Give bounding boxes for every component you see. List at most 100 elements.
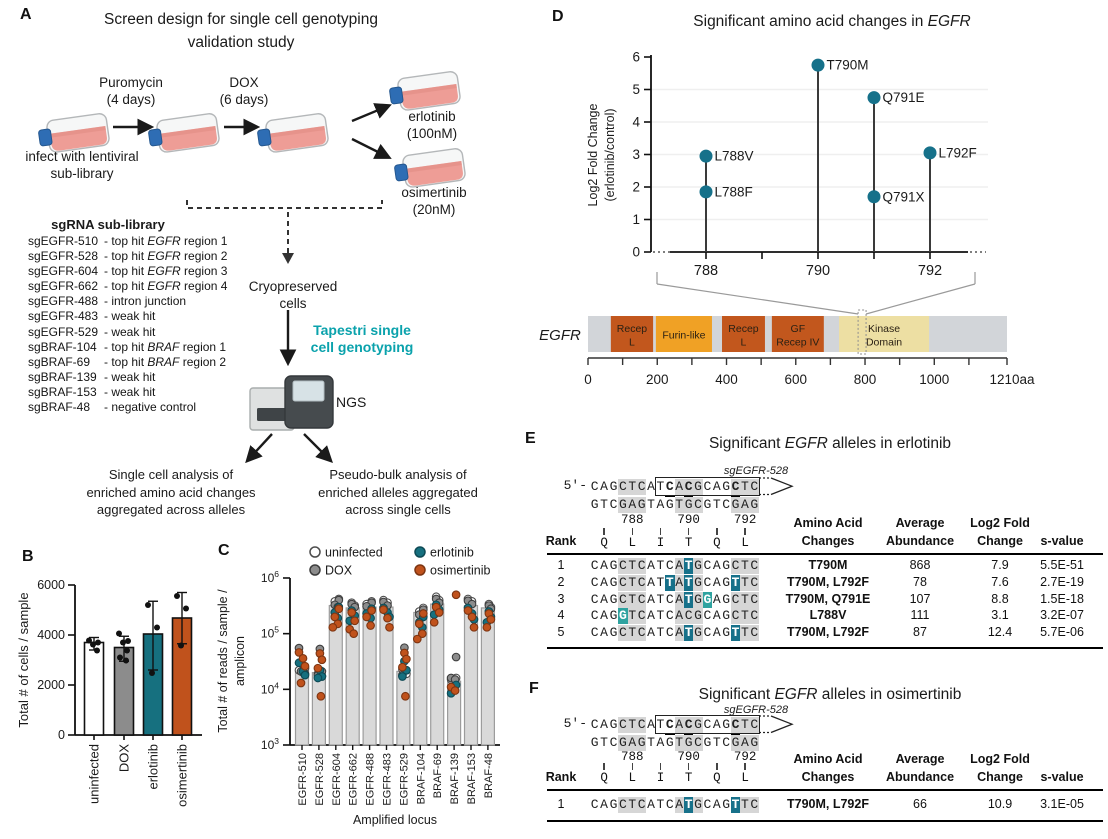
data-point-osimertinib <box>429 617 439 627</box>
sequence-char: A <box>600 479 608 494</box>
legend-label: erlotinib <box>430 546 474 560</box>
sequence-char: G <box>693 558 703 574</box>
sequence-char: T <box>674 735 684 751</box>
sequence-char: A <box>712 797 721 812</box>
x-tick-label: uninfected <box>87 744 102 804</box>
allele-rank: 1 <box>557 797 565 811</box>
allele-svalue: 3.2E-07 <box>1040 608 1084 622</box>
sequence-char: T <box>627 592 637 608</box>
sequence-char: C <box>722 497 731 512</box>
scale-label: 200 <box>646 372 669 387</box>
sequence-char: C <box>665 625 674 640</box>
sgrna-item: sgEGFR-510- top hit EGFR region 1 <box>28 234 228 248</box>
sequence-char: G <box>609 797 618 812</box>
sequence-char: C <box>703 608 712 623</box>
sequence-char: A <box>712 575 721 590</box>
lollipop-point-L788V <box>699 149 713 163</box>
data-point-erlotinib <box>398 672 407 681</box>
sgrna-item: sgEGFR-528- top hit EGFR region 2 <box>28 249 228 264</box>
sequence-char: C <box>590 479 599 494</box>
codon-tick <box>744 763 746 770</box>
sequence-char: A <box>600 797 608 812</box>
allele-rank: 2 <box>557 575 565 589</box>
allele-abundance: 107 <box>909 592 931 606</box>
y-tick-label: 4000 <box>37 628 65 642</box>
data-point-osimertinib <box>316 691 326 701</box>
y-tick-label: 3 <box>632 147 640 162</box>
scale-label: 600 <box>785 372 808 387</box>
sequence-char: G <box>693 625 703 641</box>
sequence-char: C <box>703 797 712 812</box>
sequence-char: C <box>683 608 694 624</box>
data-point <box>117 654 123 661</box>
scale-end-label: 1210aa <box>989 372 1035 387</box>
sequence-char: T <box>683 797 694 813</box>
amino-acid-letter: L <box>741 536 749 550</box>
sequence-char: C <box>636 797 647 813</box>
col-header-abundance: Average <box>895 516 945 530</box>
allele-svalue: 5.5E-51 <box>1040 558 1084 572</box>
five-prime-label: 5'- <box>563 716 587 731</box>
sequence-char: C <box>618 797 628 813</box>
allele-fold-change: 3.1 <box>991 608 1009 622</box>
x-tick-label: BRAF-104 <box>415 753 427 804</box>
panel-label-a: A <box>20 6 32 23</box>
sequence-char: G <box>636 497 647 513</box>
amino-acid-letter: Q <box>600 771 608 785</box>
sequence-char: A <box>647 558 655 573</box>
sequence-char: G <box>749 497 760 513</box>
sequence-char: T <box>740 797 750 813</box>
dox-step-label: DOX (6 days) <box>219 75 269 107</box>
point-label: L792F <box>939 145 977 160</box>
allele-fold-change: 10.9 <box>987 797 1013 811</box>
sequence-char: G <box>730 735 741 751</box>
col-header-changes: Amino Acid <box>793 752 863 766</box>
path-shape <box>268 125 325 138</box>
sequence-char: G <box>722 558 731 573</box>
data-point-osimertinib <box>463 606 473 615</box>
panel-label-b: B <box>22 548 34 565</box>
domain-label: Kinase <box>868 323 900 335</box>
sequence-char: C <box>665 608 674 623</box>
sequence-char: T <box>647 497 655 512</box>
codon-tick <box>716 528 718 535</box>
y-tick-label: 0 <box>632 245 640 260</box>
sequence-char: C <box>749 575 760 591</box>
allele-rank: 5 <box>557 625 565 639</box>
y-tick-label: 5 <box>632 82 640 97</box>
sequence-char: C <box>683 717 694 735</box>
amino-acid-letter: I <box>656 771 665 785</box>
lollipop-point-Q791X <box>867 190 881 204</box>
sequence-char: G <box>722 592 731 607</box>
sequence-char: C <box>590 625 599 640</box>
sequence-char: G <box>609 592 618 607</box>
y-tick-label: 103 <box>261 736 279 752</box>
sequence-char: C <box>693 497 703 513</box>
path-shape <box>159 125 216 138</box>
sgrna-item: sgEGFR-488- intron junction <box>28 294 187 309</box>
sequence-char: T <box>665 575 675 591</box>
data-point <box>178 642 184 649</box>
col-header-abundance: Average <box>895 752 945 766</box>
sequence-char: T <box>627 479 637 495</box>
domain-label: L <box>741 337 747 349</box>
sequence-char: G <box>609 717 618 732</box>
sgrna-arrow-icon <box>759 477 794 496</box>
allele-changes: T790M, L792F <box>787 625 869 639</box>
sequence-char: C <box>749 797 760 813</box>
panel-d-lollipop-chart: Significant amino acid changes in EGFR01… <box>539 13 1035 387</box>
allele-abundance: 87 <box>913 625 927 639</box>
data-point <box>123 657 129 664</box>
data-point-osimertinib <box>417 629 427 639</box>
flask-icon <box>38 113 110 153</box>
x-tick-label: EGFR-488 <box>365 753 377 806</box>
y-tick-label: 105 <box>261 625 279 641</box>
sequence-char: T <box>656 575 665 590</box>
sequence-char: T <box>627 608 637 624</box>
codon-tick <box>603 763 605 770</box>
path-shape <box>49 125 106 138</box>
sequence-char: G <box>609 608 618 623</box>
